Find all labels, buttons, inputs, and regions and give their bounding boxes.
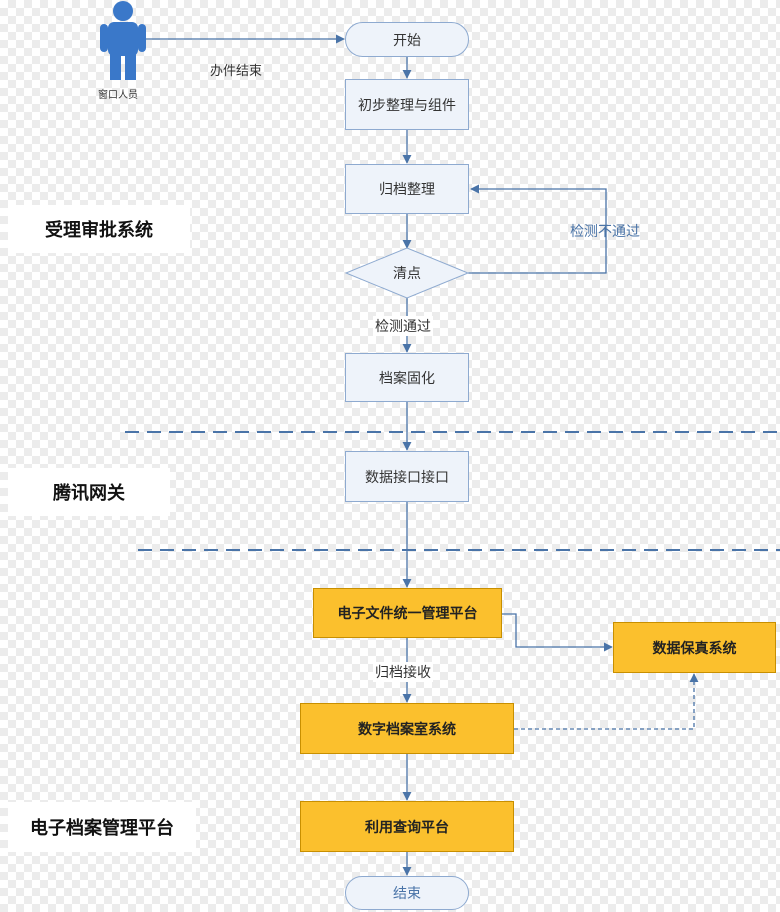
end-node: 结束	[345, 876, 469, 910]
edge-label-pass: 检测通过	[373, 316, 433, 336]
unified-management-platform-node: 电子文件统一管理平台	[313, 588, 502, 638]
section-label-archive-platform: 电子档案管理平台	[8, 802, 196, 852]
start-node: 开始	[345, 22, 469, 57]
section-label-gateway: 腾讯网关	[8, 468, 170, 516]
archive-solidify-node: 档案固化	[345, 353, 469, 402]
check-decision-shape	[344, 247, 470, 299]
edge-digital-fidelity	[514, 673, 699, 730]
edge-check-fail-loop	[468, 184, 607, 274]
query-platform-node: 利用查询平台	[300, 801, 514, 852]
data-interface-node: 数据接口接口	[345, 451, 469, 502]
edge-label-done: 办件结束	[210, 64, 263, 79]
digital-archive-room-node: 数字档案室系统	[300, 703, 514, 754]
actor-label: 窗口人员	[98, 90, 138, 101]
edge-label-receive: 归档接收	[373, 662, 433, 682]
edge-unified-fidelity	[502, 613, 613, 652]
check-decision-label: 清点	[393, 266, 421, 282]
archive-sort-node: 归档整理	[345, 164, 469, 214]
person-icon	[100, 1, 146, 80]
data-fidelity-system-node: 数据保真系统	[613, 622, 776, 673]
section-label-approval: 受理审批系统	[8, 205, 190, 253]
initial-processing-node: 初步整理与组件	[345, 79, 469, 130]
edge-label-fail: 检测不通过	[570, 224, 640, 240]
